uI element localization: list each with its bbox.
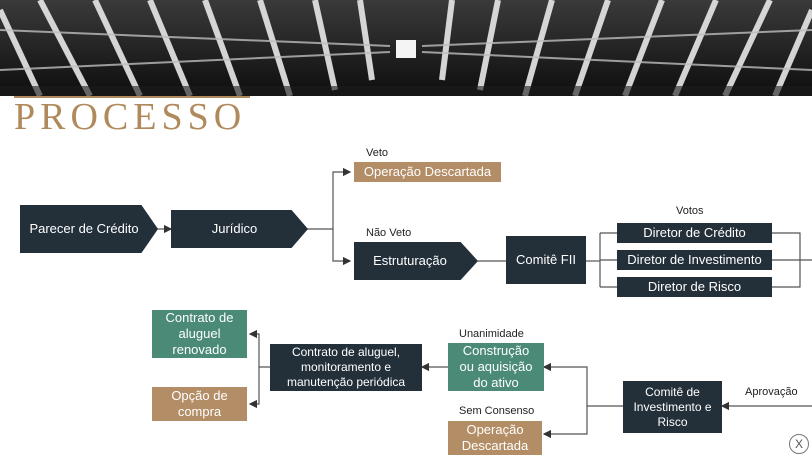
diretor-credito-label: Diretor de Crédito [643, 225, 746, 240]
contrato-renovado-box: Contrato de aluguel renovado [152, 310, 247, 358]
estruturacao-box: Estruturação [354, 242, 478, 280]
comite-fii-label: Comitê FII [516, 252, 576, 267]
estruturacao-label: Estruturação [373, 253, 447, 268]
title-underline [14, 96, 250, 98]
diretor-risco-label: Diretor de Risco [647, 279, 742, 294]
sem-consenso-label: Sem Consenso [459, 405, 535, 417]
opcao-compra-label: Opção de compra [171, 388, 228, 419]
comite-investimento-risco-box: Comitê de Investimento e Risco [623, 381, 722, 433]
parecer-credito-box: Parecer de Crédito [20, 205, 158, 253]
close-circle-icon[interactable]: X [789, 434, 809, 454]
page-title: PROCESSO [14, 96, 247, 138]
operacao-descartada-top-label: Operação Descartada [363, 164, 492, 179]
aprovacao-label: Aprovação [745, 386, 798, 398]
opcao-compra-box: Opção de compra [152, 387, 247, 421]
comite-investimento-risco-label: Comitê de Investimento e Risco [633, 384, 712, 429]
juridico-label: Jurídico [211, 221, 258, 236]
operacao-descartada-top-box: Operação Descartada [354, 162, 501, 182]
nao-veto-label: Não Veto [366, 227, 412, 239]
construcao-label: Construção ou aquisição do ativo [459, 343, 533, 390]
diretor-investimento-box: Diretor de Investimento [617, 250, 772, 270]
contrato-aluguel-label: Contrato de aluguel, monitoramento e man… [286, 345, 406, 389]
unanimidade-label: Unanimidade [459, 328, 524, 340]
comite-fii-box: Comitê FII [506, 236, 586, 284]
diretor-investimento-label: Diretor de Investimento [627, 252, 762, 267]
contrato-aluguel-box: Contrato de aluguel, monitoramento e man… [270, 344, 422, 391]
parecer-credito-label: Parecer de Crédito [29, 221, 139, 236]
veto-label: Veto [366, 147, 389, 159]
contrato-renovado-label: Contrato de aluguel renovado [165, 310, 234, 357]
banner-image [0, 0, 812, 96]
close-label: X [794, 437, 803, 451]
votos-label: Votos [676, 205, 704, 217]
operacao-descartada-bottom-label: Operação Descartada [461, 422, 529, 453]
construcao-box: Construção ou aquisição do ativo [448, 343, 544, 391]
architecture-photo [0, 0, 812, 96]
operacao-descartada-bottom-box: Operação Descartada [448, 421, 542, 455]
diretor-credito-box: Diretor de Crédito [617, 223, 772, 243]
diretor-risco-box: Diretor de Risco [617, 277, 772, 297]
juridico-box: Jurídico [171, 210, 308, 248]
